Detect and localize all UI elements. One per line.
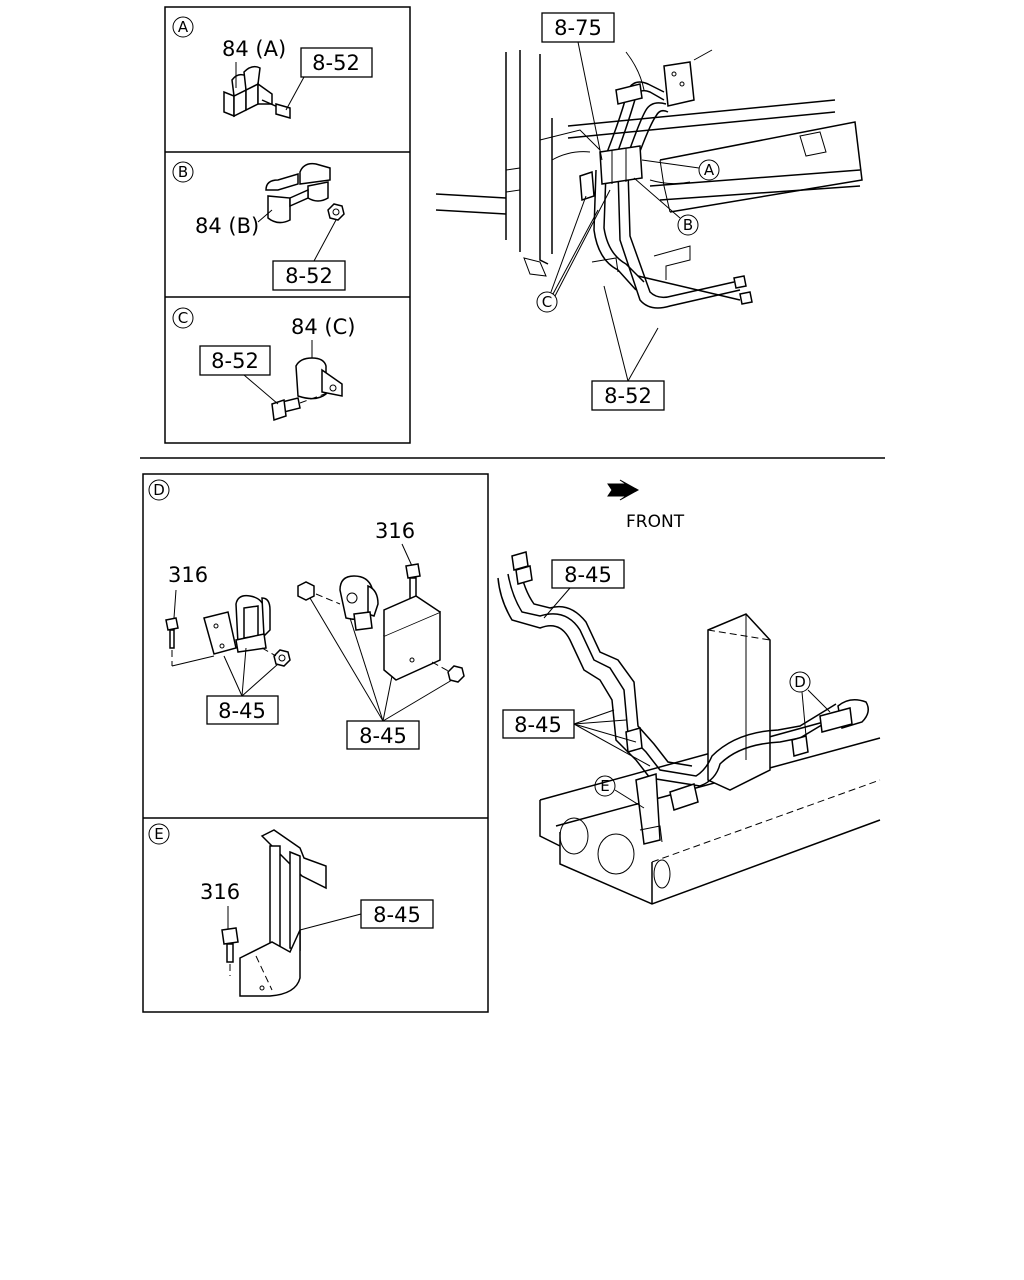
top-view-callout-c: C [542,293,552,311]
detail-c-letter: C [178,309,188,327]
detail-a-ref: 8-52 [312,51,360,75]
detail-b-ref: 8-52 [285,264,333,288]
front-label: FRONT [626,512,685,532]
detail-d-ref-left: 8-45 [218,699,266,723]
detail-b-part-label: 84 (B) [195,214,259,238]
detail-c-part-label: 84 (C) [291,315,355,339]
detail-b-letter: B [178,163,188,181]
top-view-ref-8-52: 8-52 [604,384,652,408]
detail-a: A 84 (A) 8-52 [172,16,373,119]
bolt-316-left [165,589,215,667]
clip-84b [265,162,331,224]
detail-a-letter: A [178,18,189,36]
detail-panel-de [142,473,489,1013]
clamp-right [297,575,465,683]
top-assembly-view: 8-75 8-52 A B C [435,12,863,411]
bottom-view-ref-middle: 8-45 [514,713,562,737]
detail-d-bolt-right: 316 [375,519,415,543]
detail-c-ref: 8-52 [211,349,259,373]
front-arrow-icon [607,479,640,501]
detail-panel-abc [164,6,411,444]
detail-b: B 84 (B) 8-52 [172,161,346,291]
clamp-left [203,594,291,667]
bolt-c [271,391,331,422]
bolt-a [261,99,291,119]
bottom-view-callout-d: D [794,673,806,691]
detail-c: C 84 (C) 8-52 [172,307,355,422]
detail-e-bolt: 316 [200,880,240,904]
bottom-view-callout-e: E [600,777,609,795]
clip-84a [223,65,273,118]
detail-d: D 316 316 8-45 [148,479,465,750]
top-view-callout-b: B [683,216,693,234]
bottom-assembly-view: FRONT 8-45 8-45 [497,479,881,905]
detail-d-ref-right: 8-45 [359,724,407,748]
bottom-view-ref-upper: 8-45 [564,563,612,587]
nut-b [327,203,345,221]
detail-d-letter: D [153,481,165,499]
detail-d-bolt-left: 316 [168,563,208,587]
bracket-e [239,829,327,997]
top-view-ref-8-75: 8-75 [554,16,602,40]
detail-e-ref: 8-45 [373,903,421,927]
top-view-callout-a: A [704,161,715,179]
bolt-316-e [221,906,239,976]
detail-a-part-label: 84 (A) [222,37,286,61]
detail-e: E 316 8-45 [148,823,434,997]
detail-e-letter: E [154,825,163,843]
clip-84c [295,357,343,400]
